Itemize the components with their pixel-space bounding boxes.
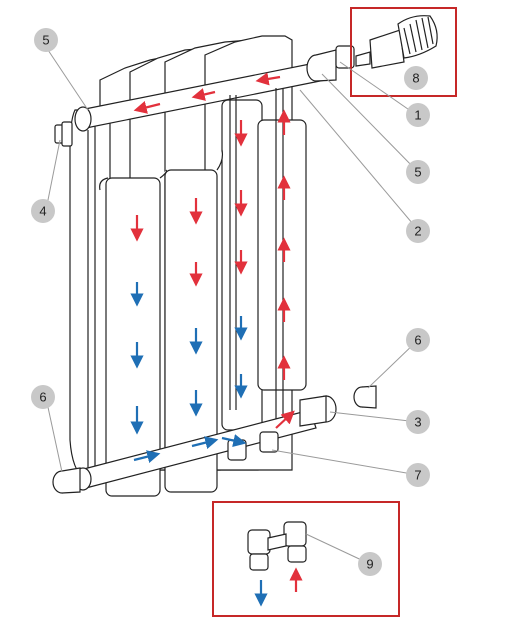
callouts: 5 4 6 8 1 5 2 6 3 7 9 [31, 28, 430, 576]
callout-label: 5 [42, 33, 49, 48]
callout-label: 8 [412, 71, 419, 86]
callout-6-left: 6 [31, 385, 55, 409]
callout-4: 4 [31, 199, 55, 223]
callout-9: 9 [358, 552, 382, 576]
callout-label: 4 [39, 204, 46, 219]
callout-7: 7 [406, 463, 430, 487]
flow-arrows [130, 72, 295, 464]
thermostatic-head-icon [355, 15, 438, 69]
callout-label: 7 [414, 468, 421, 483]
air-vent-plug-icon [54, 121, 73, 147]
valve-flow-arrows [254, 567, 303, 607]
callout-8: 8 [404, 66, 428, 90]
end-cap-plug-icon [52, 467, 81, 494]
radiator-body [69, 35, 307, 497]
highlight-frame-thermostat [350, 7, 457, 97]
callout-label: 9 [366, 557, 373, 572]
callout-6-right: 6 [406, 328, 430, 352]
callout-2: 2 [406, 219, 430, 243]
callout-5: 5 [34, 28, 58, 52]
end-cap-plug-right-icon [353, 385, 377, 409]
callout-label: 2 [414, 224, 421, 239]
callout-label: 1 [414, 108, 421, 123]
leader-lines [45, 49, 419, 565]
callout-label: 6 [414, 333, 421, 348]
callout-label: 5 [414, 165, 421, 180]
highlight-frame-valve [212, 501, 400, 617]
callout-1: 1 [406, 103, 430, 127]
top-right-fitting [306, 45, 355, 82]
callout-label: 6 [39, 390, 46, 405]
bottom-valve-unit-icon [247, 521, 307, 571]
callout-5-right: 5 [406, 160, 430, 184]
callout-label: 3 [414, 415, 421, 430]
callout-3: 3 [406, 410, 430, 434]
